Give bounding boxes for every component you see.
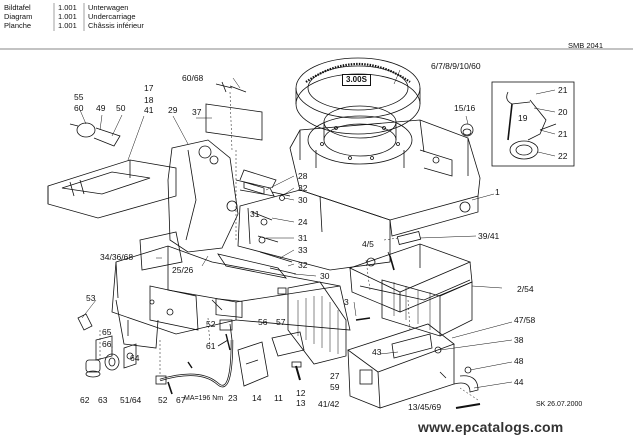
part-label: 20 <box>558 107 568 117</box>
centre-bracket <box>167 139 277 253</box>
left-arm <box>47 159 177 219</box>
part-label: 56 <box>258 317 268 327</box>
part-label: 59 <box>330 382 340 392</box>
header-title-3: Châssis inférieur <box>88 21 144 30</box>
part-label: 41 <box>144 105 154 115</box>
part-label: 32 <box>298 183 308 193</box>
part-label: 31 <box>250 209 260 219</box>
part-label: 41/42 <box>318 399 340 409</box>
part-label: 30 <box>298 195 308 205</box>
part-label: 12 <box>296 388 306 398</box>
part-label: 55 <box>74 92 84 102</box>
part-label: 1 <box>495 187 500 197</box>
header-kind-2: Diagram <box>4 12 33 21</box>
header-kind-3: Planche <box>4 21 32 30</box>
part-label: 57 <box>276 317 286 327</box>
part-label: 38 <box>514 335 524 345</box>
part-label: 21 <box>558 85 568 95</box>
part-label: 53 <box>86 293 96 303</box>
part-label: 61 <box>206 341 216 351</box>
part-label: 37 <box>192 107 202 117</box>
part-label: 13 <box>296 398 306 408</box>
part-label: 14 <box>252 393 262 403</box>
lower-chassis <box>111 231 351 335</box>
header-title-1: Unterwagen <box>88 3 129 12</box>
part-label: 39/41 <box>478 231 500 241</box>
part-label: 2/54 <box>517 284 534 294</box>
part-label: 51/64 <box>120 395 142 405</box>
ring-tag: 3.00S <box>342 74 371 86</box>
part-label: 23 <box>228 393 238 403</box>
header-kind-1: Bildtafel <box>4 3 31 12</box>
part-label: 18 <box>144 95 154 105</box>
part-label: 27 <box>330 371 340 381</box>
inset-box <box>491 81 575 167</box>
toolbox-frame <box>348 243 473 337</box>
part-label: 31 <box>298 233 308 243</box>
part-label: 6/7/8/9/10/60 <box>431 61 481 71</box>
part-label: 66 <box>102 339 112 349</box>
part-label: 21 <box>558 129 568 139</box>
part-label: 30 <box>320 271 330 281</box>
part-label: 28 <box>298 171 308 181</box>
toolbox-box <box>347 323 455 409</box>
part-label: 25/26 <box>172 265 194 275</box>
part-label: 17 <box>144 83 154 93</box>
part-label: 15/16 <box>454 103 476 113</box>
part-label: 19 <box>518 113 528 123</box>
header-number-3: 1.001 <box>58 21 77 30</box>
part-label: 64 <box>130 353 140 363</box>
part-label: 29 <box>168 105 178 115</box>
part-label: 34/36/68 <box>100 252 134 262</box>
part-label: 50 <box>116 103 126 113</box>
part-label: 3 <box>344 297 349 307</box>
part-label: 49 <box>96 103 106 113</box>
part-label: 60/68 <box>182 73 204 83</box>
part-label: 11 <box>274 393 283 403</box>
watermark-text: www.epcatalogs.com <box>418 419 564 435</box>
drawing-stamp: SK 26.07.2000 <box>536 401 583 408</box>
part-label: 65 <box>102 327 112 337</box>
part-label: 32 <box>298 260 308 270</box>
part-label: 63 <box>98 395 108 405</box>
part-label: 52 <box>158 395 168 405</box>
part-label: 48 <box>514 356 524 366</box>
part-label: 47/58 <box>514 315 536 325</box>
header-number-2: 1.001 <box>58 12 77 21</box>
part-label: 44 <box>514 377 524 387</box>
diagram-code: SMB 2041 <box>568 41 604 50</box>
car-body-frame <box>237 119 481 271</box>
part-label: 67 <box>176 395 186 405</box>
part-label: 43 <box>372 347 382 357</box>
part-label: 4/5 <box>362 239 374 249</box>
part-label: 33 <box>298 245 308 255</box>
torque-note: MA=196 Nm <box>184 395 224 402</box>
part-label: 52 <box>206 319 216 329</box>
part-label: 22 <box>558 151 568 161</box>
header-number-1: 1.001 <box>58 3 77 12</box>
header-title-2: Undercarriage <box>88 12 136 21</box>
part-label: 24 <box>298 217 308 227</box>
part-label: 62 <box>80 395 90 405</box>
part-label: 60 <box>74 103 84 113</box>
part-label: 13/45/69 <box>408 402 442 412</box>
